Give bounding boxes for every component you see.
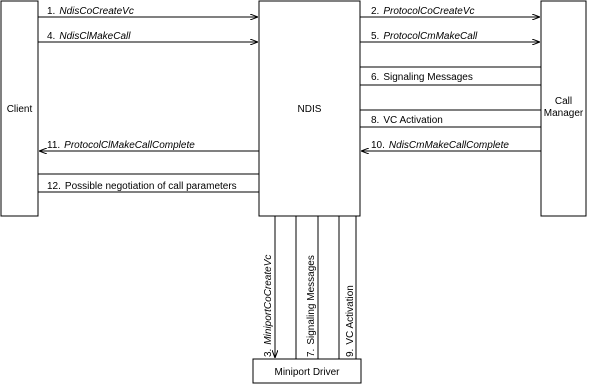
call-manager-label-line1: Call <box>555 96 572 107</box>
message-3: 3.MiniportCoCreateVc <box>263 216 275 358</box>
ndis-box: NDIS <box>258 0 361 217</box>
miniport-driver-label: Miniport Driver <box>274 367 340 378</box>
message-7-signaling: 7.Signaling Messages <box>295 216 319 359</box>
client-label: Client <box>7 104 33 115</box>
svg-text:9.VC Activation: 9.VC Activation <box>345 285 356 357</box>
svg-text:1.NdisCoCreateVc: 1.NdisCoCreateVc <box>47 6 134 17</box>
message-9-vc-activation: 9.VC Activation <box>338 216 357 359</box>
miniport-driver-box: Miniport Driver <box>252 358 362 384</box>
ndis-label: NDIS <box>298 104 322 115</box>
client-box: Client <box>0 0 39 217</box>
svg-text:12.Possible negotiation of cal: 12.Possible negotiation of call paramete… <box>47 181 237 192</box>
message-12-negotiation: 12.Possible negotiation of call paramete… <box>38 173 259 193</box>
message-11: 11.ProtocolClMakeCallComplete <box>39 140 259 151</box>
svg-text:6.Signaling Messages: 6.Signaling Messages <box>371 72 473 83</box>
message-8-vc-activation: 8.VC Activation <box>360 109 541 128</box>
call-manager-box: Call Manager <box>540 0 587 217</box>
svg-text:3.MiniportCoCreateVc: 3.MiniportCoCreateVc <box>263 255 274 357</box>
message-4: 4.NdisClMakeCall <box>38 31 258 42</box>
svg-text:8.VC Activation: 8.VC Activation <box>371 115 443 126</box>
message-10: 10.NdisCmMakeCallComplete <box>361 140 541 151</box>
svg-text:11.ProtocolClMakeCallComplete: 11.ProtocolClMakeCallComplete <box>47 140 195 151</box>
svg-text:4.NdisClMakeCall: 4.NdisClMakeCall <box>47 31 131 42</box>
message-6-signaling: 6.Signaling Messages <box>360 66 541 86</box>
svg-text:10.NdisCmMakeCallComplete: 10.NdisCmMakeCallComplete <box>371 140 509 151</box>
call-manager-label-line2: Manager <box>544 108 584 119</box>
message-2: 2.ProtocolCoCreateVc <box>360 6 540 17</box>
message-1: 1.NdisCoCreateVc <box>38 6 258 17</box>
svg-text:5.ProtocolCmMakeCall: 5.ProtocolCmMakeCall <box>371 31 478 42</box>
svg-text:7.Signaling Messages: 7.Signaling Messages <box>306 255 317 357</box>
svg-text:2.ProtocolCoCreateVc: 2.ProtocolCoCreateVc <box>371 6 475 17</box>
message-5: 5.ProtocolCmMakeCall <box>360 31 540 42</box>
